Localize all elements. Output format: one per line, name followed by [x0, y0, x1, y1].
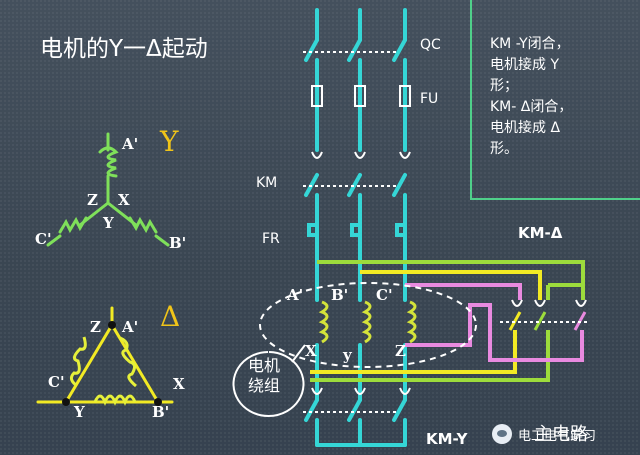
green-wires: [310, 260, 585, 382]
wechat-icon: [492, 424, 512, 444]
motor-windings: [318, 300, 417, 344]
slide-title: 电机的Y一Δ起动: [40, 36, 208, 62]
km-delta-contacts: [500, 299, 590, 331]
delta-coils: [69, 336, 137, 406]
delta-label-b: B': [152, 403, 170, 421]
fu-label: FU: [420, 91, 439, 107]
winding-ellipse: [259, 282, 477, 368]
yellow-wires: [310, 270, 542, 374]
winding-label-y: y: [343, 346, 352, 364]
star-label-y: Y: [103, 214, 114, 232]
star-label-a: A': [122, 135, 139, 153]
delta-label-a: A': [122, 318, 139, 336]
qc-label: QC: [420, 37, 441, 53]
callout-bubble: [232, 344, 306, 417]
winding-label-x: X: [305, 342, 317, 360]
pink-wires: [405, 283, 584, 362]
main-circuit-label: 主电路: [534, 424, 588, 445]
watermark-text: 电工电气学习: [518, 428, 597, 444]
star-label-z: Z: [87, 191, 98, 209]
star-symbol: Y: [160, 125, 179, 158]
note-text: KM -Y闭合， 电机接成 Y 形； KM- Δ闭合， 电机接成 Δ 形。: [490, 36, 573, 157]
winding-label-b: B': [331, 286, 349, 304]
winding-label-z: Z: [395, 342, 406, 360]
delta-label-y: Y: [74, 403, 85, 421]
star-label-c: C': [35, 230, 52, 248]
watermark: 电工电气学习: [492, 413, 640, 455]
winding-label-c: C': [376, 286, 393, 304]
star-label-x: X: [118, 191, 130, 209]
note-box: [470, 0, 640, 200]
winding-callout-text: 电机 绕组: [248, 356, 281, 395]
delta-label-z: Z: [90, 318, 101, 336]
km-delta-label: KM-Δ: [518, 224, 563, 242]
delta-nodes: [62, 321, 162, 406]
delta-connection: [36, 306, 174, 404]
km-y-label: KM-Y: [426, 430, 468, 448]
star-label-b: B': [169, 234, 187, 252]
mechanical-links: [303, 51, 398, 413]
contact-arcs: [311, 151, 411, 395]
fr-label: FR: [262, 231, 280, 247]
star-connection: [46, 132, 170, 247]
fuses: [311, 85, 411, 107]
km-label: KM: [256, 175, 278, 191]
delta-label-x: X: [173, 375, 185, 393]
winding-label-a: A': [287, 286, 304, 304]
delta-symbol: Δ: [160, 300, 181, 333]
delta-label-c: C': [48, 373, 65, 391]
